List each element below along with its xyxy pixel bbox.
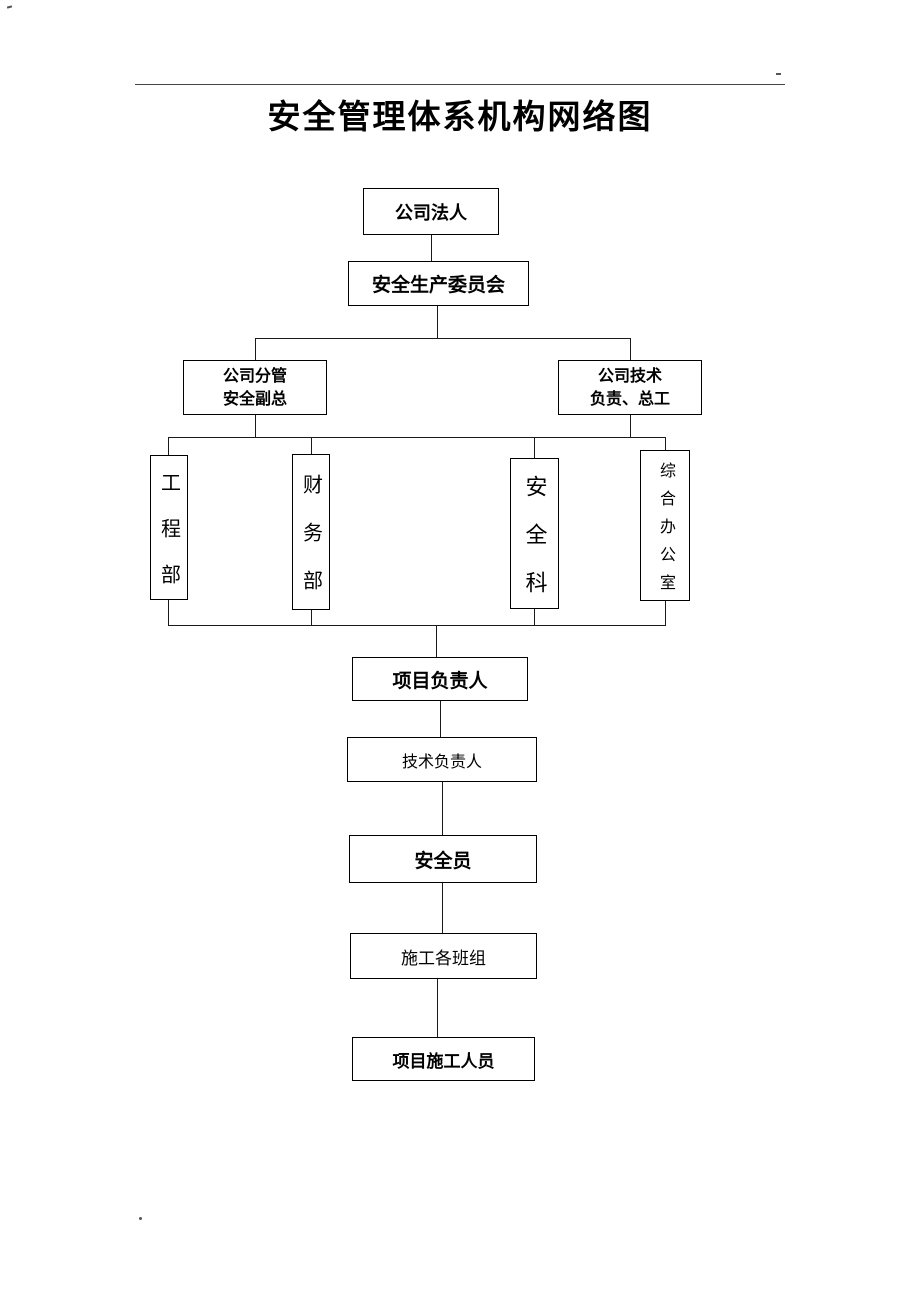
node-project-leader: 项目负责人	[352, 657, 528, 701]
connector-line	[437, 979, 438, 1037]
node-label: 施工各班组	[401, 948, 486, 968]
node-label: 财务部	[299, 474, 322, 618]
connector-line	[255, 338, 256, 360]
connector-line	[440, 701, 441, 737]
connector-line	[436, 625, 437, 657]
connector-line	[431, 235, 432, 261]
node-label: 公司分管 安全副总	[222, 367, 287, 408]
node-legal-person: 公司法人	[363, 188, 499, 235]
connector-line	[255, 338, 631, 339]
connector-line	[437, 306, 438, 338]
connector-line	[168, 625, 666, 626]
node-label: 公司法人	[395, 202, 467, 223]
node-label: 技术负责人	[401, 753, 482, 771]
node-label: 安全生产委员会	[371, 275, 505, 296]
node-engineering-dept: 工程部	[150, 455, 188, 610]
node-safety-committee: 安全生产委员会	[348, 261, 529, 306]
node-company-tech-chief: 公司技术 负责、总工	[558, 360, 702, 415]
node-label: 安全科	[522, 474, 548, 619]
connector-line	[630, 415, 631, 437]
node-label: 综合办公室	[657, 461, 674, 602]
connector-line	[442, 782, 443, 835]
node-construction-crews: 施工各班组	[350, 933, 537, 979]
connector-line	[168, 600, 169, 625]
connector-line	[311, 437, 312, 454]
page-title: 安全管理体系机构网络图	[267, 100, 653, 136]
connector-line	[665, 601, 666, 625]
connector-line	[168, 437, 666, 438]
connector-line	[255, 415, 256, 437]
connector-line	[534, 609, 535, 625]
connector-line	[168, 437, 169, 455]
stray-mark-top-left	[6, 5, 13, 9]
node-label: 项目负责人	[392, 670, 488, 692]
stray-mark-right	[776, 73, 781, 75]
connector-line	[534, 437, 535, 458]
connector-line	[630, 338, 631, 360]
node-admin-office: 综合办公室	[640, 450, 690, 602]
header-divider	[135, 84, 785, 85]
node-label: 安全员	[414, 850, 472, 872]
node-label: 项目施工人员	[392, 1051, 495, 1071]
node-label: 工程部	[157, 471, 180, 610]
connector-line	[442, 883, 443, 933]
node-safety-section: 安全科	[510, 458, 559, 619]
connector-line	[665, 437, 666, 450]
connector-line	[311, 610, 312, 625]
node-project-workers: 项目施工人员	[352, 1037, 535, 1081]
node-technical-leader: 技术负责人	[347, 737, 537, 782]
stray-mark-bottom-left	[139, 1217, 142, 1220]
node-label: 公司技术 负责、总工	[589, 367, 670, 408]
node-deputy-gm-safety: 公司分管 安全副总	[183, 360, 327, 415]
node-finance-dept: 财务部	[292, 454, 330, 618]
node-safety-officer: 安全员	[349, 835, 537, 883]
